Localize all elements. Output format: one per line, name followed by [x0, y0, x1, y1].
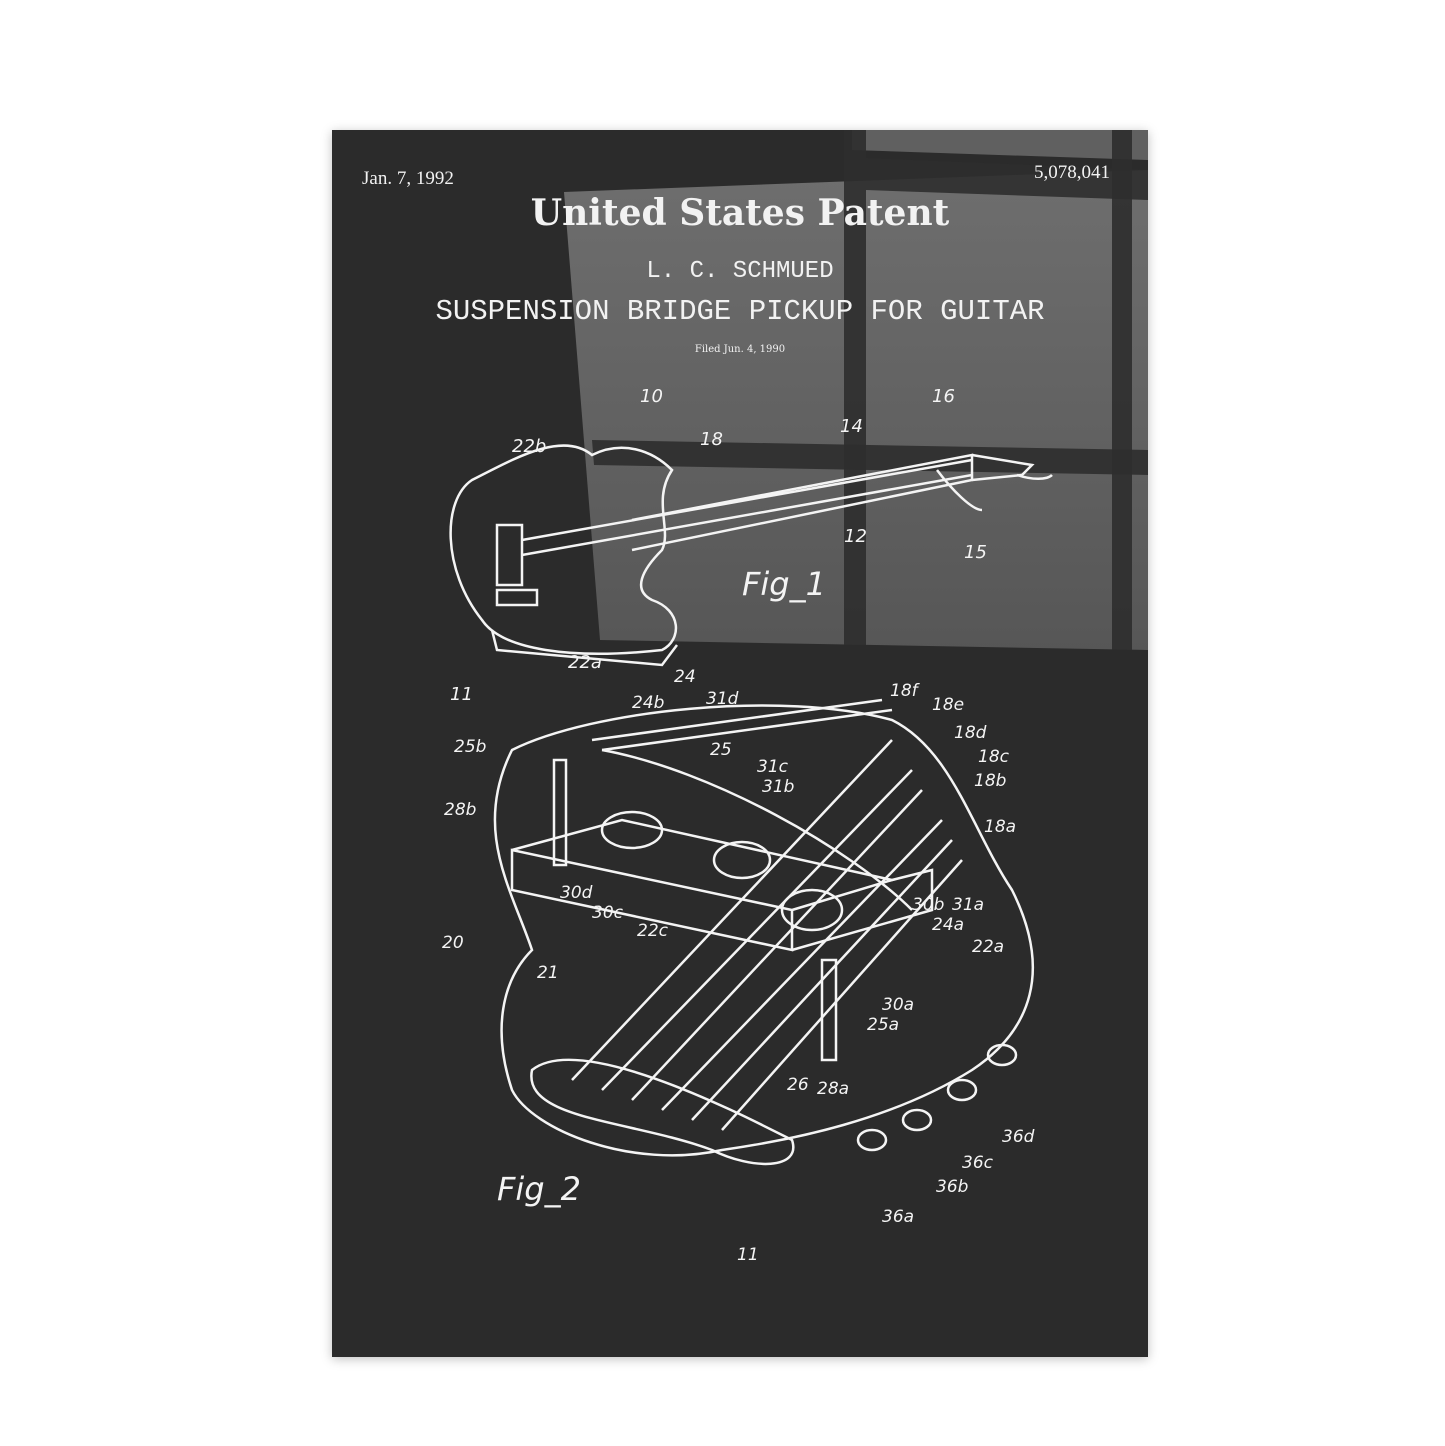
svg-text:12: 12	[844, 526, 867, 547]
inventor-name: L. C. SCHMUED	[646, 258, 834, 285]
svg-text:18e: 18e	[932, 695, 964, 715]
svg-text:36a: 36a	[882, 1207, 914, 1227]
patent-drawings: 10 22b 18 14 16 12 15 22a 11 Fig_1	[442, 386, 1053, 1265]
svg-text:36b: 36b	[936, 1177, 968, 1197]
svg-text:24: 24	[674, 667, 696, 687]
fig1-guitar-drawing	[449, 444, 1053, 667]
svg-text:30a: 30a	[882, 995, 914, 1015]
svg-text:25a: 25a	[867, 1015, 899, 1035]
svg-text:36c: 36c	[962, 1153, 994, 1173]
svg-text:20: 20	[442, 933, 464, 953]
svg-text:36d: 36d	[1002, 1127, 1035, 1147]
svg-text:18b: 18b	[974, 771, 1006, 791]
fig2-refs: 24 24b 31d 18f 18e 18d 18c 18b 18a 25b 2…	[442, 667, 1035, 1265]
svg-text:22a: 22a	[568, 652, 602, 673]
svg-text:31d: 31d	[706, 689, 739, 709]
svg-text:11: 11	[450, 684, 473, 705]
svg-text:28a: 28a	[817, 1079, 849, 1099]
svg-text:21: 21	[537, 963, 559, 983]
svg-text:16: 16	[932, 386, 955, 407]
svg-text:14: 14	[840, 416, 863, 437]
fig1-label: Fig_1	[742, 565, 826, 603]
fig1-refs: 10 22b 18 14 16 12 15 22a 11 Fig_1	[450, 386, 987, 705]
svg-text:22c: 22c	[637, 921, 669, 941]
svg-text:18c: 18c	[978, 747, 1010, 767]
svg-text:24b: 24b	[632, 693, 664, 713]
svg-text:24a: 24a	[932, 915, 964, 935]
fig2-label: Fig_2	[497, 1170, 581, 1208]
svg-text:22b: 22b	[512, 436, 546, 457]
svg-text:31b: 31b	[762, 777, 794, 797]
svg-text:18f: 18f	[890, 681, 921, 701]
svg-text:28b: 28b	[444, 800, 476, 820]
svg-text:30c: 30c	[592, 903, 624, 923]
svg-text:15: 15	[964, 542, 987, 563]
fig2-bridge-drawing	[493, 698, 1034, 1166]
svg-text:30d: 30d	[560, 883, 593, 903]
invention-title: SUSPENSION BRIDGE PICKUP FOR GUITAR	[435, 295, 1045, 328]
svg-text:18: 18	[700, 429, 723, 450]
svg-text:18a: 18a	[984, 817, 1016, 837]
issue-date: Jan. 7, 1992	[362, 168, 454, 189]
patent-title: United States Patent	[530, 192, 950, 234]
svg-text:31c: 31c	[757, 757, 789, 777]
svg-text:25b: 25b	[454, 737, 486, 757]
svg-text:11: 11	[737, 1245, 759, 1265]
svg-text:10: 10	[640, 386, 663, 407]
svg-text:18d: 18d	[954, 723, 987, 743]
patent-number: 5,078,041	[1034, 162, 1110, 183]
svg-text:26: 26	[787, 1075, 809, 1095]
svg-text:22a: 22a	[972, 937, 1004, 957]
svg-text:30b: 30b	[912, 895, 944, 915]
svg-text:25: 25	[710, 740, 732, 760]
filed-date: Filed Jun. 4, 1990	[694, 344, 786, 355]
window-light-overlay	[564, 130, 1148, 650]
patent-poster: Jan. 7, 1992 5,078,041 United States Pat…	[332, 130, 1148, 1357]
svg-text:31a: 31a	[952, 895, 984, 915]
